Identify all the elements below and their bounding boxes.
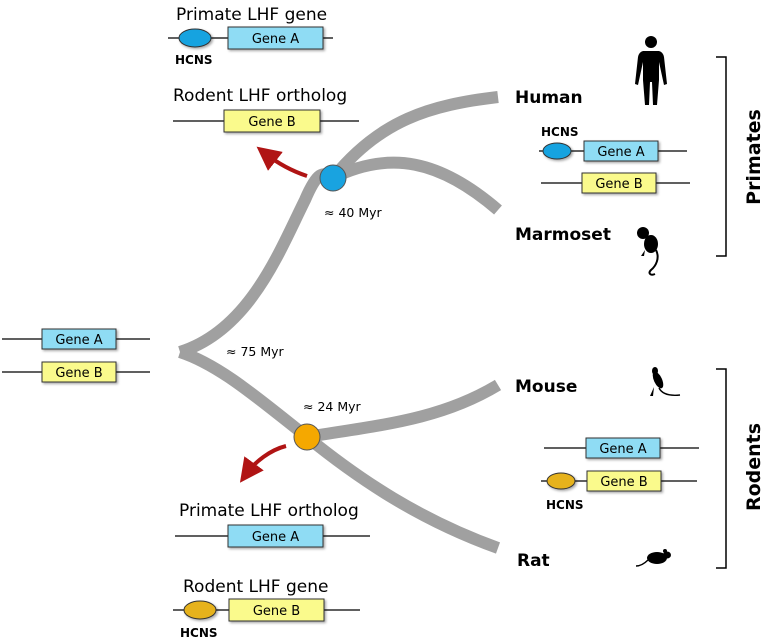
primate-species-genes: HCNS Gene A Gene B [539, 125, 690, 194]
gene-b-box [586, 470, 662, 492]
group-label-primates: Primates [743, 109, 765, 205]
top-rodent-title: Rodent LHF ortholog [173, 86, 347, 106]
gene-b-label: Gene B [595, 177, 642, 192]
rodent-divergence-time: ≈ 24 Myr [303, 399, 362, 414]
branch-rodents-to-rat [303, 432, 501, 554]
mouse-icon [650, 367, 681, 396]
ancestral-genes: Gene A Gene B [2, 328, 150, 383]
hcns-element [546, 472, 576, 490]
bottom-primate-title: Primate LHF ortholog [179, 501, 359, 521]
gene-b-box [223, 109, 321, 133]
rodent-species-genes: Gene A Gene B HCNS [541, 437, 699, 512]
gene-b-label: Gene B [253, 604, 300, 619]
hcns-label: HCNS [180, 626, 218, 640]
rodent-node [293, 423, 321, 451]
gene-a-box [585, 437, 661, 459]
hcns-label: HCNS [541, 125, 579, 139]
gene-b-label: Gene B [600, 475, 647, 490]
top-primate-title: Primate LHF gene [176, 5, 327, 25]
gene-a-label: Gene A [252, 32, 299, 47]
branch-primates-to-marmoset [330, 156, 502, 215]
top-primate-lhf-gene: Primate LHF gene Gene A HCNS [168, 5, 333, 67]
primates-bracket [716, 56, 727, 257]
arrow-icon [256, 146, 308, 178]
gene-b-box [228, 598, 325, 622]
top-rodent-lhf-ortholog: Rodent LHF ortholog Gene B [173, 86, 359, 133]
root-divergence-time: ≈ 75 Myr [226, 344, 285, 359]
hcns-element [542, 142, 572, 160]
arrow-icon [239, 444, 287, 483]
gene-a-label: Gene A [597, 145, 644, 160]
species-human: Human [515, 88, 583, 108]
bottom-primate-lhf-ortholog: Primate LHF ortholog Gene A [175, 501, 370, 548]
gene-a-box [227, 524, 324, 548]
gene-a-label: Gene A [599, 442, 646, 457]
species-mouse: Mouse [515, 377, 577, 397]
tree-branches [178, 91, 502, 554]
bottom-rodent-title: Rodent LHF gene [183, 577, 328, 597]
gene-b-box [41, 361, 117, 383]
gene-a-label: Gene A [55, 333, 102, 348]
hcns-element [183, 600, 217, 620]
branch-root-to-primates [178, 168, 336, 358]
hcns-element [178, 28, 212, 48]
gene-a-label: Gene A [252, 530, 299, 545]
gene-a-box [583, 140, 659, 162]
species-rat: Rat [517, 551, 550, 571]
primate-node [319, 164, 347, 192]
group-label-rodents: Rodents [743, 423, 765, 511]
rodents-bracket [716, 368, 727, 569]
branch-root-to-rodents [178, 346, 311, 442]
marmoset-icon [637, 227, 659, 276]
hcns-label: HCNS [546, 498, 584, 512]
rat-icon [635, 549, 671, 567]
primate-divergence-time: ≈ 40 Myr [324, 205, 383, 220]
bottom-rodent-lhf-gene: Rodent LHF gene Gene B HCNS [173, 577, 360, 640]
hcns-label: HCNS [175, 53, 213, 67]
human-icon [635, 36, 667, 105]
species-marmoset: Marmoset [515, 225, 611, 245]
gene-a-box [227, 26, 324, 50]
gene-b-label: Gene B [55, 366, 102, 381]
gene-b-label: Gene B [248, 115, 295, 130]
branch-rodents-to-mouse [306, 379, 502, 443]
gene-a-box [41, 328, 117, 350]
branch-primates-to-human [328, 91, 499, 182]
gene-b-box [581, 172, 657, 194]
